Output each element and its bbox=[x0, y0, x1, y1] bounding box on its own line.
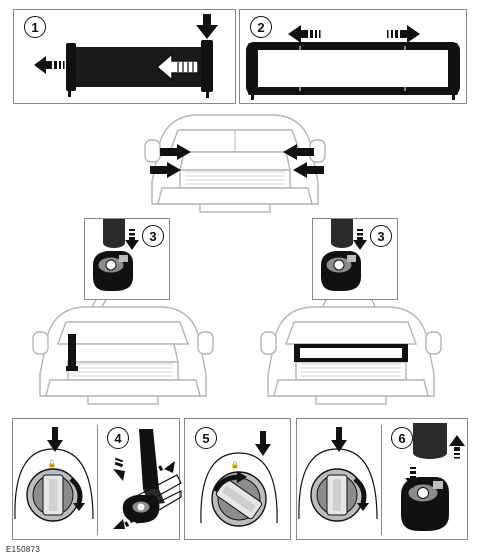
step-3-right-badge: 3 bbox=[370, 225, 392, 247]
step-6-badge: 6 bbox=[391, 427, 413, 449]
slide-right-arrow-icon bbox=[154, 461, 175, 474]
vehicle-cover-installed-view bbox=[260, 306, 442, 405]
push-down-arrow-icon bbox=[331, 427, 347, 452]
step-4-panel: 4 🔓 bbox=[12, 418, 182, 540]
svg-text:🔒: 🔒 bbox=[231, 461, 240, 469]
push-down-arrow-icon bbox=[405, 467, 421, 488]
release-pin-detail bbox=[401, 423, 449, 531]
step-3-left-badge: 3 bbox=[142, 225, 164, 247]
push-down-arrow-icon bbox=[196, 14, 218, 39]
left-arrow-icon bbox=[288, 25, 321, 43]
lock-knob-dial bbox=[298, 448, 378, 522]
pull-down-arrow-icon bbox=[113, 457, 125, 481]
insert-arrow-left-lower-icon bbox=[150, 162, 181, 178]
step-2-badge: 2 bbox=[250, 16, 272, 38]
step-5-panel: 5 🔒 bbox=[184, 418, 291, 540]
vehicle-loadspace-rear-view bbox=[144, 114, 326, 213]
step-4-badge: 4 bbox=[107, 427, 129, 449]
insert-arrow-right-upper-icon bbox=[283, 144, 314, 160]
push-down-arrow-icon bbox=[125, 229, 139, 250]
step-4-divider bbox=[97, 425, 98, 535]
step-1-panel: 1 bbox=[13, 9, 236, 104]
slide-left-arrow-icon bbox=[113, 516, 137, 529]
vehicle-cover-vertical-view bbox=[32, 306, 214, 405]
step-6-divider bbox=[381, 425, 382, 535]
insert-arrow-right-lower-icon bbox=[293, 162, 324, 178]
step-5-badge: 5 bbox=[195, 427, 217, 449]
locking-pin-detail bbox=[321, 219, 361, 291]
cargo-cover-frame bbox=[246, 42, 460, 100]
locking-pin-detail bbox=[93, 219, 133, 291]
left-arrow-icon bbox=[34, 56, 65, 74]
step-6-panel: 6 bbox=[296, 418, 468, 540]
push-up-arrow-icon bbox=[449, 435, 465, 459]
reference-code: E150873 bbox=[6, 545, 41, 554]
push-down-arrow-icon bbox=[47, 427, 63, 452]
right-arrow-icon bbox=[387, 25, 420, 43]
step-2-panel: 2 bbox=[239, 9, 467, 104]
lock-knob-dial-rotated: 🔒 bbox=[200, 452, 278, 527]
lock-knob-dial: 🔓 bbox=[14, 448, 94, 522]
push-down-arrow-icon bbox=[353, 229, 367, 250]
insert-arrow-left-upper-icon bbox=[160, 144, 191, 160]
step-3-left-detail-panel: 3 bbox=[84, 218, 170, 300]
step-3-right-detail-panel: 3 bbox=[312, 218, 398, 300]
push-down-arrow-icon bbox=[255, 431, 271, 456]
step-1-badge: 1 bbox=[24, 16, 46, 38]
svg-text:🔓: 🔓 bbox=[48, 459, 57, 468]
cover-rail-release-detail bbox=[122, 429, 182, 524]
retract-arrow-icon bbox=[155, 52, 199, 82]
